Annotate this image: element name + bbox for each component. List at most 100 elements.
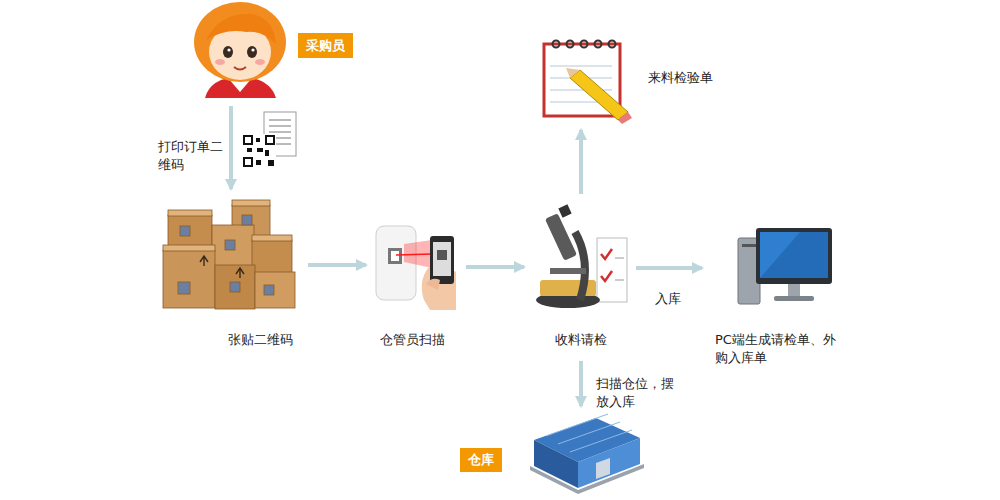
purchaser-avatar-part: [255, 59, 265, 65]
purchaser-avatar-part: [247, 46, 257, 58]
qr-sheet-part: [243, 135, 253, 145]
purchaser-avatar-part: [215, 59, 225, 65]
qr-sheet-part: [245, 137, 251, 143]
pc-computer: [738, 228, 832, 304]
pc-computer-part: [742, 244, 756, 247]
carton-pile-part: [252, 240, 292, 274]
qr-sheet: [242, 112, 296, 168]
purchaser-avatar-part: [234, 67, 246, 70]
purchaser-avatar-part: [227, 48, 230, 51]
qr-sheet-part: [269, 132, 291, 133]
carton-pile-part: [200, 256, 208, 266]
place-tag: 仓库: [460, 448, 502, 472]
flow-arrow: [308, 263, 366, 267]
qr-sheet-part: [247, 148, 252, 152]
warehouse-building: [530, 414, 644, 494]
qr-sheet-part: [242, 134, 276, 168]
carton-pile-part: [225, 240, 235, 250]
pc-computer-part: [774, 296, 814, 301]
flow-arrow: [579, 361, 583, 406]
carton-pile-part: [212, 225, 254, 267]
notepad-part: [570, 70, 628, 120]
notepad: [544, 41, 632, 125]
warehouse-building-part: [530, 464, 644, 494]
microscope-part: [550, 268, 586, 274]
pc-computer-part: [760, 232, 828, 278]
carton-pile-part: [180, 226, 190, 236]
flow-arrow: [466, 265, 524, 269]
carton-pile-part: [255, 272, 295, 308]
microscope-part: [615, 280, 624, 281]
purchaser-avatar-part: [251, 48, 254, 51]
step-node: 仓管员扫描: [372, 215, 460, 355]
carton-pile-part: [264, 285, 274, 295]
phone-scanner-part: [426, 279, 440, 290]
carton-pile-part: [178, 282, 190, 294]
notepad-part: [566, 68, 580, 78]
microscope-part: [601, 249, 612, 259]
flow-arrow: [579, 130, 583, 194]
phone-scanner: [376, 226, 456, 310]
step-node: PC端生成请检单、外购入库单: [708, 220, 846, 369]
carton-pile-part: [168, 210, 212, 216]
step-node: 仓库: [458, 412, 646, 494]
carton-pile-part: [236, 268, 244, 278]
qr-sheet-part: [267, 137, 273, 143]
pc-computer-part: [788, 284, 800, 296]
qr-sheet-part: [243, 157, 253, 167]
microscope-part: [601, 271, 612, 281]
step-node: 收料请检: [530, 200, 630, 355]
carton-pile-part: [163, 250, 215, 308]
qr-sheet-part: [257, 148, 263, 152]
carton-pile-part: [230, 282, 240, 292]
notepad-part: [581, 41, 588, 48]
microscope-part: [558, 204, 571, 217]
carton-pile-part: [232, 200, 270, 206]
carton-pile-part: [163, 245, 215, 251]
qr-sheet-part: [268, 160, 274, 166]
phone-scanner-part: [433, 242, 451, 276]
pc-computer-part: [760, 232, 828, 278]
phone-scanner-part: [391, 251, 399, 261]
notepad-part: [595, 41, 602, 48]
notepad-part: [618, 112, 632, 124]
pc-computer-part: [756, 228, 832, 284]
step-caption: PC端生成请检单、外购入库单: [715, 331, 843, 366]
phone-scanner-part: [430, 236, 454, 284]
qr-sheet-part: [265, 150, 269, 156]
phone-scanner-part: [388, 248, 402, 264]
step-node: 张贴二维码: [160, 195, 302, 353]
phone-scanner-part: [396, 254, 432, 255]
flow-arrow: [636, 266, 702, 270]
qr-sheet-part: [256, 160, 261, 165]
purchaser-avatar: [194, 2, 286, 98]
step-caption: 来料检验单: [648, 69, 713, 87]
microscope-part: [597, 238, 627, 302]
microscope-part: [575, 232, 585, 300]
microscope-part: [545, 213, 577, 261]
microscope-part: [615, 258, 624, 259]
carton-pile-part: [252, 235, 292, 241]
step-caption: 收料请检: [555, 331, 607, 349]
qr-sheet-part: [269, 120, 291, 121]
qr-sheet-part: [265, 135, 275, 145]
phone-scanner-part: [437, 250, 447, 260]
microscope: [536, 204, 627, 308]
warehouse-building-part: [558, 422, 620, 444]
arrow-label: 打印订单二维码: [158, 138, 226, 173]
step-node: 来料检验单: [540, 32, 720, 124]
notepad-part: [609, 41, 616, 48]
notepad-part: [553, 41, 560, 48]
step-node: 采购员: [185, 2, 385, 100]
qr-sheet-part: [245, 159, 251, 165]
purchaser-avatar-part: [223, 46, 233, 58]
purchaser-avatar-part: [194, 2, 286, 82]
carton-pile-part: [242, 215, 252, 225]
qr-sheet-part: [256, 138, 260, 142]
warehouse-building-part: [570, 430, 632, 452]
arrow-label: 扫描仓位，摆放入库: [596, 375, 678, 410]
